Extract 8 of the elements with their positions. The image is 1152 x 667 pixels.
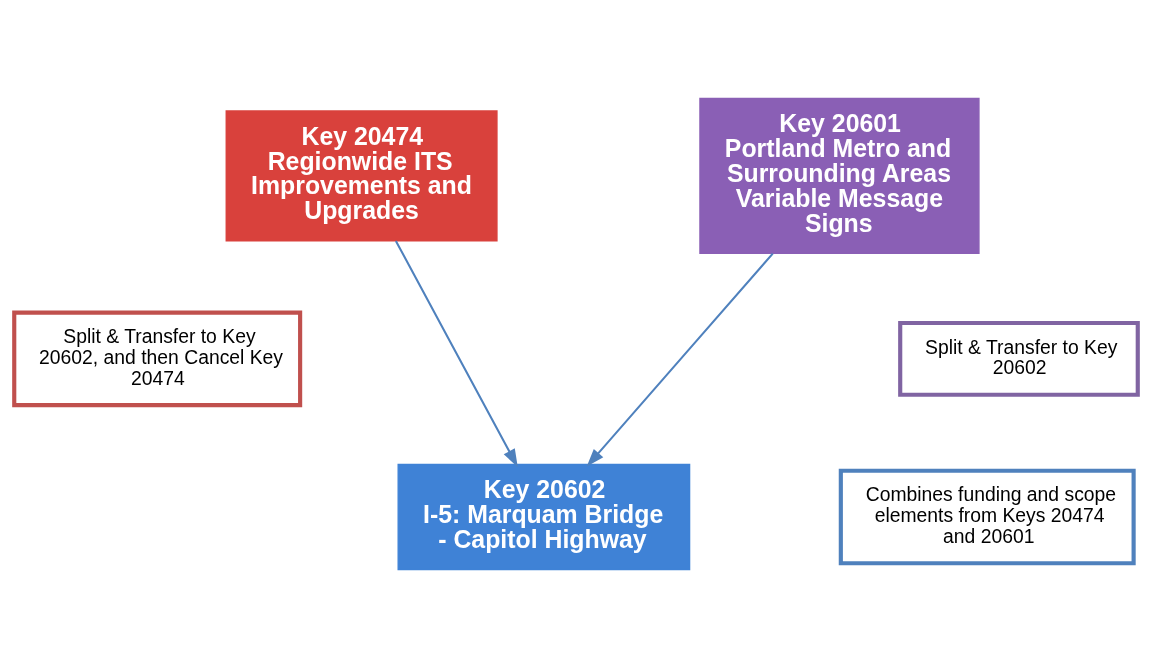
node-box: Combines funding and scope elements from Keys 20474 and 20601	[838, 468, 1136, 565]
node-box: Split & Transfer to Key 20602	[898, 320, 1140, 397]
node-box: Key 20602 I-5: Marquam Bridge - Capitol Highway	[397, 463, 691, 570]
arrow	[394, 239, 518, 467]
node-box: Key 20601 Portland Metro and Surrounding Areas Variable Message Signs	[699, 97, 980, 254]
node-box: Split & Transfer to Key 20602, and then Cancel Key 20474	[12, 310, 303, 407]
arrow	[586, 252, 774, 467]
node-box: Key 20474 Regionwide ITS Improvements and Upgrades	[225, 109, 498, 241]
